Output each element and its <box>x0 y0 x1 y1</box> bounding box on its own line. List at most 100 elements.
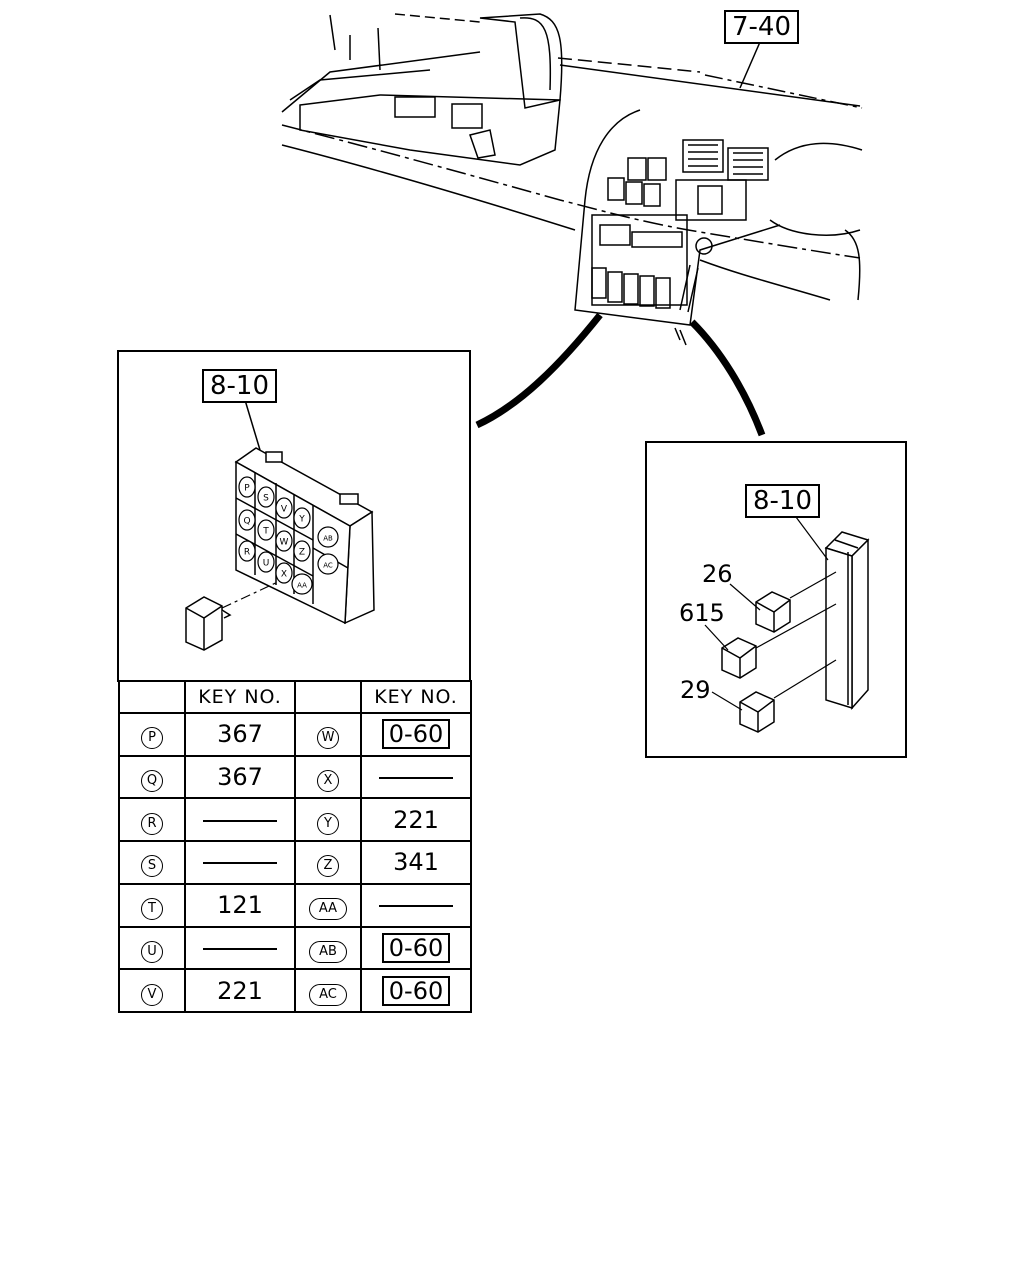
svg-text:AA: AA <box>297 582 307 590</box>
svg-text:V: V <box>281 505 288 515</box>
fuse-slot-w: W <box>275 530 293 552</box>
fuse-slot-z: Z <box>293 540 311 562</box>
table-row: P 367 W 0-60 <box>118 712 472 757</box>
ref-key-boxed: 0-60 <box>381 719 451 750</box>
key-no-cell: 367 <box>184 754 296 800</box>
slot-id-cell: V <box>118 968 186 1013</box>
key-no-cell: 221 <box>184 968 296 1013</box>
key-number: 121 <box>217 891 263 920</box>
svg-text:R: R <box>244 548 250 558</box>
fuse-slot-aa: AA <box>291 573 313 595</box>
fuse-slot-u: U <box>257 551 275 573</box>
svg-text:Z: Z <box>299 548 305 558</box>
ref-key-boxed: 0-60 <box>381 975 451 1006</box>
header-key-no-1: KEY NO. <box>184 679 296 715</box>
key-no-cell: 341 <box>360 840 472 885</box>
key-no-cell: 367 <box>184 712 296 757</box>
slot-id-cell: R <box>118 797 186 843</box>
relay-box-drawing <box>721 531 870 733</box>
slot-id-cell: AA <box>294 882 362 928</box>
header-blank-2 <box>294 679 362 715</box>
callout-part-29: 29 <box>680 676 711 704</box>
key-no-cell: 221 <box>360 797 472 843</box>
slot-id-badge: Q <box>141 770 163 793</box>
callout-part-26: 26 <box>702 560 733 588</box>
table-row: R Y 221 <box>118 797 472 843</box>
svg-text:Y: Y <box>298 515 305 525</box>
svg-text:S: S <box>263 494 269 504</box>
svg-text:AC: AC <box>323 562 333 570</box>
slot-id-cell: P <box>118 712 186 757</box>
fuse-slot-y: Y <box>293 507 311 529</box>
callout-part-615: 615 <box>679 599 725 627</box>
ref-label-left: 8-10 <box>202 369 278 403</box>
slot-id-badge: R <box>141 812 163 835</box>
slot-id-badge: W <box>317 727 339 750</box>
not-applicable-dash <box>203 862 277 865</box>
fuse-slot-ab: AB <box>317 526 339 548</box>
key-number: 221 <box>393 805 439 834</box>
connector-arrow-left <box>475 312 603 429</box>
fuse-slot-s: S <box>257 486 275 508</box>
svg-text:AB: AB <box>323 535 333 543</box>
key-no-cell: 0-60 <box>360 712 472 757</box>
header-key-no-2: KEY NO. <box>360 679 472 715</box>
fuse-slot-r: R <box>238 540 256 562</box>
table-row: Q 367 X <box>118 754 472 800</box>
not-applicable-dash <box>379 905 453 908</box>
slot-id-badge: AC <box>309 983 347 1006</box>
key-no-cell <box>360 882 472 928</box>
not-applicable-dash <box>379 777 453 780</box>
not-applicable-dash <box>203 947 277 950</box>
slot-id-badge: P <box>141 727 163 750</box>
fuse-slot-ac: AC <box>317 553 339 575</box>
key-number: 367 <box>217 720 263 749</box>
table-row: S Z 341 <box>118 840 472 885</box>
key-number: 221 <box>217 976 263 1005</box>
table-row: V 221 AC 0-60 <box>118 968 472 1013</box>
key-no-cell: 0-60 <box>360 925 472 971</box>
fuse-slot-p: P <box>238 476 256 498</box>
slot-id-badge: AA <box>309 898 347 921</box>
slot-id-badge: Z <box>317 855 339 878</box>
key-number: 341 <box>393 848 439 877</box>
key-number: 367 <box>217 763 263 792</box>
slot-id-badge: U <box>141 940 163 963</box>
slot-id-cell: AB <box>294 925 362 971</box>
slot-id-cell: U <box>118 925 186 971</box>
svg-text:Q: Q <box>243 517 250 527</box>
slot-id-cell: Y <box>294 797 362 843</box>
fuse-slot-q: Q <box>238 509 256 531</box>
dashboard-drawing <box>281 13 863 346</box>
ref-label-right: 8-10 <box>745 484 821 518</box>
key-no-cell <box>184 840 296 885</box>
key-no-cell <box>184 797 296 843</box>
table-header-row: KEY NO. KEY NO. <box>118 679 472 715</box>
not-applicable-dash <box>203 819 277 822</box>
connector-arrow-right <box>689 319 766 437</box>
ref-label-top: 7-40 <box>724 10 800 44</box>
table-row: U AB 0-60 <box>118 925 472 971</box>
slot-id-cell: AC <box>294 968 362 1013</box>
key-no-cell <box>184 925 296 971</box>
slot-id-badge: S <box>141 855 163 878</box>
svg-text:W: W <box>280 538 289 548</box>
key-no-cell: 0-60 <box>360 968 472 1013</box>
slot-id-cell: S <box>118 840 186 885</box>
slot-id-badge: AB <box>309 940 347 963</box>
fuse-slot-x: X <box>275 562 293 584</box>
slot-id-badge: T <box>141 898 163 921</box>
slot-id-cell: T <box>118 882 186 928</box>
slot-id-cell: Z <box>294 840 362 885</box>
svg-text:U: U <box>263 559 270 569</box>
slot-id-badge: X <box>317 770 339 793</box>
slot-id-cell: Q <box>118 754 186 800</box>
slot-id-cell: X <box>294 754 362 800</box>
svg-text:X: X <box>281 570 287 580</box>
slot-id-cell: W <box>294 712 362 757</box>
svg-text:P: P <box>244 484 250 494</box>
slot-id-badge: V <box>141 983 163 1006</box>
